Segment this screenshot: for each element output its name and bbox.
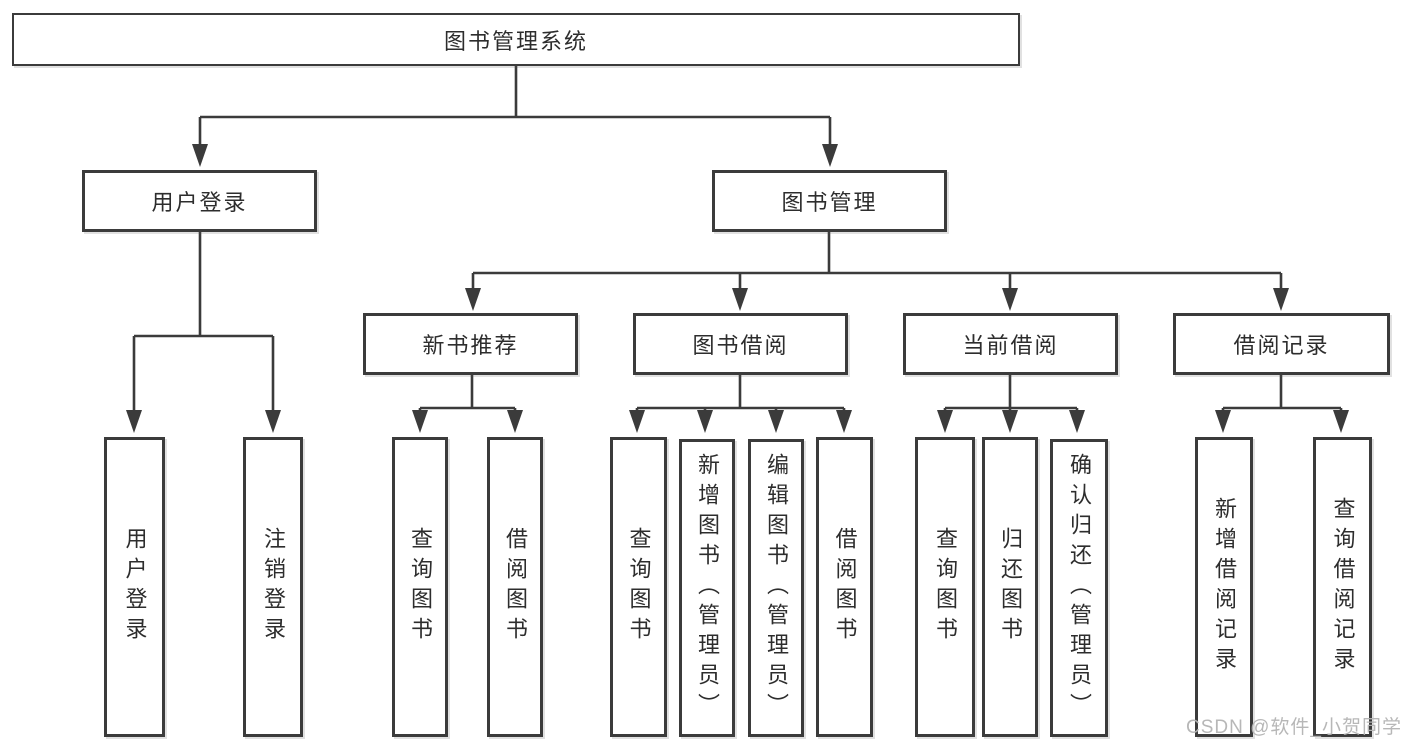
connector-new-book-to-leaves (412, 375, 523, 433)
node-label: 用户登录 (151, 190, 248, 215)
connector-book-management-to-level2 (465, 232, 1289, 311)
node-leaf-cb-confirm-return-admin: 确认归还︵管理员︶ (1050, 439, 1108, 737)
node-book-management: 图书管理 (712, 170, 947, 232)
node-leaf-bb-query-books: 查询图书 (610, 437, 667, 737)
node-book-borrowing: 图书借阅 (633, 313, 848, 375)
node-label: 新增图书︵管理员︶ (695, 453, 720, 723)
connector-current-borrowing-to-leaves (937, 375, 1085, 433)
node-leaf-br-add-borrow-record: 新增借阅记录 (1195, 437, 1253, 737)
node-leaf-user-login: 用户登录 (104, 437, 165, 737)
connector-root-to-level1 (192, 66, 838, 167)
node-label: 新增借阅记录 (1212, 497, 1237, 677)
node-label: 确认归还︵管理员︶ (1067, 453, 1092, 723)
node-label: 借阅图书 (503, 527, 528, 647)
node-leaf-logout: 注销登录 (243, 437, 303, 737)
node-label: 借阅图书 (832, 527, 858, 647)
node-label: 借阅记录 (1233, 333, 1330, 358)
node-label: 图书管理 (781, 190, 878, 215)
node-leaf-bb-edit-books-admin: 编辑图书︵管理员︶ (748, 439, 804, 737)
node-leaf-cb-query-books: 查询图书 (915, 437, 975, 737)
connector-book-borrowing-to-leaves (629, 375, 852, 433)
node-leaf-bb-borrow-books: 借阅图书 (816, 437, 873, 737)
node-leaf-bb-add-books-admin: 新增图书︵管理员︶ (679, 439, 735, 737)
node-current-borrowing: 当前借阅 (903, 313, 1118, 375)
connector-user-login-to-leaves (126, 232, 281, 433)
node-label: 归还图书 (998, 527, 1023, 647)
node-user-login: 用户登录 (82, 170, 317, 232)
node-label: 编辑图书︵管理员︶ (764, 453, 789, 723)
node-leaf-nb-borrow-books: 借阅图书 (487, 437, 543, 737)
node-leaf-br-query-borrow-record: 查询借阅记录 (1313, 437, 1372, 737)
node-borrowing-records: 借阅记录 (1173, 313, 1390, 375)
node-label: 图书借阅 (692, 333, 789, 358)
node-leaf-nb-query-books: 查询图书 (392, 437, 448, 737)
node-leaf-cb-return-books: 归还图书 (982, 437, 1038, 737)
node-label: 用户登录 (122, 527, 148, 647)
node-library-management-system: 图书管理系统 (12, 13, 1020, 66)
node-label: 注销登录 (261, 527, 286, 647)
node-label: 当前借阅 (962, 333, 1059, 358)
node-label: 查询借阅记录 (1330, 497, 1356, 677)
node-label: 图书管理系统 (443, 28, 588, 54)
node-label: 查询图书 (408, 527, 433, 647)
node-label: 查询图书 (626, 527, 652, 647)
node-label: 新书推荐 (422, 333, 519, 358)
connector-borrowing-records-to-leaves (1215, 375, 1349, 433)
node-new-book-recommend: 新书推荐 (363, 313, 578, 375)
node-label: 查询图书 (933, 527, 958, 647)
